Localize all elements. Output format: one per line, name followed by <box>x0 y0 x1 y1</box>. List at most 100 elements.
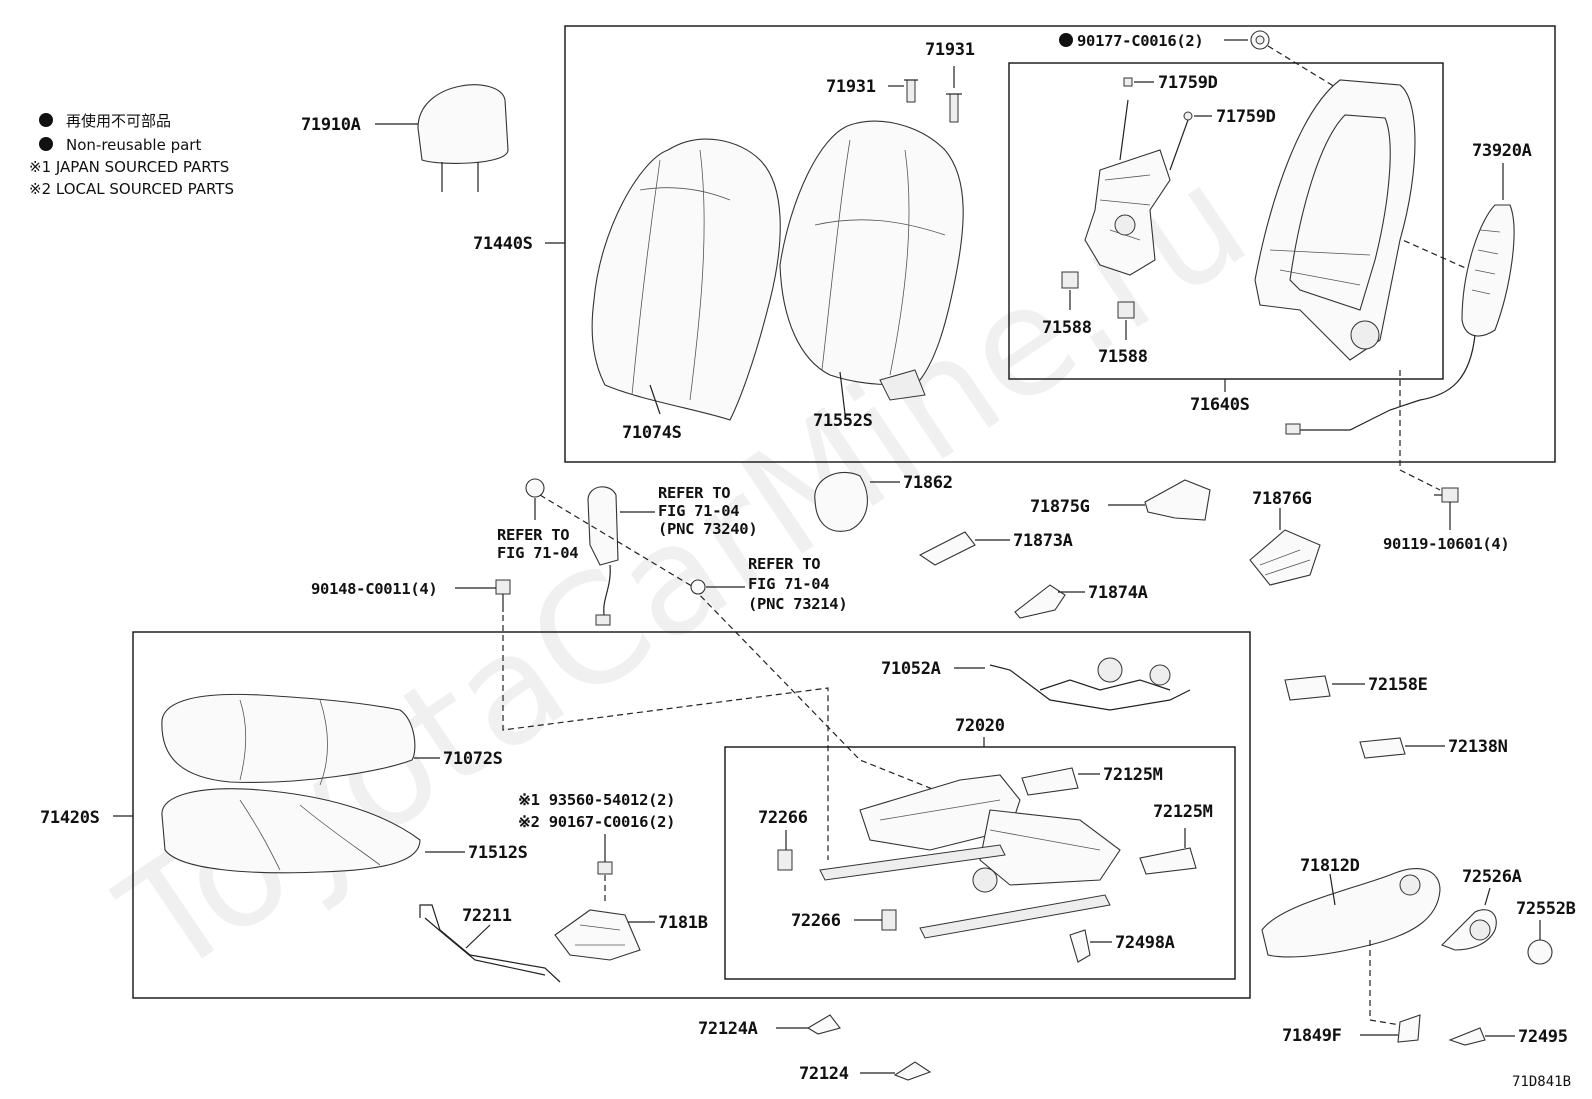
clip-72266-b[interactable]: 72266 <box>791 909 897 931</box>
label-90119: 90119-10601(4) <box>1383 535 1509 553</box>
part-72138N[interactable]: 72138N <box>1359 737 1508 759</box>
label-72266-b: 72266 <box>791 911 841 931</box>
label-72125M-b: 72125M <box>1153 802 1213 822</box>
cover-72125M-a[interactable]: 72125M <box>1021 765 1163 796</box>
seatback-group-box <box>564 25 1556 463</box>
label-72552B: 72552B <box>1516 899 1576 919</box>
label-72124: 72124 <box>799 1064 849 1084</box>
bolt-71931-b[interactable]: 71931 <box>925 40 975 123</box>
label-71931-b: 71931 <box>925 40 975 60</box>
label-93560: ※1 93560-54012(2) <box>518 791 675 809</box>
legend-line-2: Non-reusable part <box>66 136 201 154</box>
legend-line-4: ※2 LOCAL SOURCED PARTS <box>29 180 234 198</box>
label-71759D-b: 71759D <box>1216 107 1276 127</box>
seat-belt-buckle[interactable]: REFER TO FIG 71-04 (PNC 73240) <box>587 484 758 626</box>
label-72138N: 72138N <box>1448 737 1508 757</box>
headrest-71910A[interactable]: 71910A <box>301 84 509 192</box>
frame-71640S[interactable]: 71640S <box>1190 379 1250 415</box>
label-71862: 71862 <box>903 473 953 493</box>
clip-71588-a[interactable]: 71588 <box>1042 271 1092 338</box>
label-90177: 90177-C0016(2) <box>1077 32 1203 50</box>
seat-adjuster-mechanism[interactable] <box>819 774 1121 939</box>
label-72526A: 72526A <box>1462 867 1522 887</box>
knob-72526A[interactable]: 72526A <box>1441 867 1522 951</box>
label-72158E: 72158E <box>1368 675 1428 695</box>
bolt-90148-C0011[interactable]: 90148-C0011(4) <box>311 579 829 860</box>
refer3-line3: (PNC 73214) <box>748 595 847 613</box>
label-72498A: 72498A <box>1115 933 1175 953</box>
part-71862[interactable]: 71862 <box>814 471 953 532</box>
cushion-assy-71420S[interactable]: 71420S <box>40 808 133 828</box>
label-90148: 90148-C0011(4) <box>311 580 437 598</box>
label-7181B: 7181B <box>658 913 708 933</box>
wire-harness-71052A[interactable]: 71052A <box>881 657 1191 711</box>
label-71552S: 71552S <box>813 411 873 431</box>
legend-line-1: 再使用不可部品 <box>66 112 171 130</box>
refer1-line1: REFER TO <box>658 484 730 502</box>
part-71874A[interactable]: 71874A <box>1014 583 1148 619</box>
label-71072S: 71072S <box>443 749 503 769</box>
clip-71759D-a[interactable]: 71759D <box>1123 73 1218 93</box>
label-71640S: 71640S <box>1190 395 1250 415</box>
wire-72211[interactable]: 72211 <box>419 904 561 983</box>
cover-72124[interactable]: 72124 <box>799 1061 932 1084</box>
label-71874A: 71874A <box>1088 583 1148 603</box>
refer3-line2: FIG 71-04 <box>748 575 829 593</box>
seatback-pad-71552S[interactable]: 71552S <box>779 120 964 431</box>
refer-fig-71-04-a[interactable]: REFER TO FIG 71-04 <box>497 478 961 801</box>
seatback-frame[interactable] <box>1254 79 1416 361</box>
refer1-line2: FIG 71-04 <box>658 502 739 520</box>
label-72211: 72211 <box>462 906 512 926</box>
label-90167: ※2 90167-C0016(2) <box>518 813 675 831</box>
label-71759D-a: 71759D <box>1158 73 1218 93</box>
part-72158E[interactable]: 72158E <box>1284 675 1428 701</box>
label-72125M-a: 72125M <box>1103 765 1163 785</box>
label-71074S: 71074S <box>622 423 682 443</box>
label-71876G: 71876G <box>1252 489 1312 509</box>
adjuster-subgroup-box <box>724 746 1236 980</box>
label-71512S: 71512S <box>468 843 528 863</box>
bracket-7181B[interactable]: 7181B <box>554 909 708 961</box>
seatback-cover-71074S[interactable]: 71074S <box>591 138 781 443</box>
clip-72266-a[interactable]: 72266 <box>758 808 808 871</box>
side-airbag-73920A[interactable]: 73920A <box>1285 141 1532 435</box>
shield-71812D[interactable]: 71812D <box>1261 856 1441 1026</box>
diagram-code: 71D841B <box>1512 1074 1571 1090</box>
cushion-cover-71072S[interactable]: 71072S <box>161 693 503 786</box>
legend: 再使用不可部品 Non-reusable part ※1 JAPAN SOURC… <box>29 112 234 198</box>
cover-72125M-b[interactable]: 72125M <box>1139 802 1213 875</box>
refer3-line1: REFER TO <box>748 555 820 573</box>
label-71052A: 71052A <box>881 659 941 679</box>
cushion-pad-71512S[interactable]: 71512S <box>161 788 528 874</box>
recliner-assembly[interactable] <box>1084 99 1189 276</box>
label-71849F: 71849F <box>1282 1026 1342 1046</box>
label-72020: 72020 <box>955 716 1005 736</box>
label-71812D: 71812D <box>1300 856 1360 876</box>
frame-subgroup-box <box>1008 62 1444 380</box>
label-72266-a: 72266 <box>758 808 808 828</box>
part-71873A[interactable]: 71873A <box>918 531 1073 566</box>
label-71873A: 71873A <box>1013 531 1073 551</box>
cover-71849F[interactable]: 71849F <box>1282 1014 1421 1046</box>
part-71875G[interactable]: 71875G <box>1030 479 1211 521</box>
seatback-assy-71440S[interactable]: 71440S <box>473 234 565 254</box>
clip-71588-b[interactable]: 71588 <box>1098 301 1148 367</box>
label-73920A: 73920A <box>1472 141 1532 161</box>
adjuster-72020[interactable]: 72020 <box>955 716 1005 747</box>
label-71931-a: 71931 <box>826 77 876 97</box>
part-71876G[interactable]: 71876G <box>1249 489 1321 586</box>
cap-72552B[interactable]: 72552B <box>1516 899 1576 965</box>
refer-fig-71-04-b[interactable]: REFER TO FIG 71-04 (PNC 73214) <box>690 555 848 613</box>
screw-93560-90167[interactable]: ※1 93560-54012(2) ※2 90167-C0016(2) <box>518 791 676 905</box>
label-71420S: 71420S <box>40 808 100 828</box>
legend-line-3: ※1 JAPAN SOURCED PARTS <box>29 158 229 176</box>
clip-71759D-b[interactable]: 71759D <box>1183 107 1276 127</box>
bolt-71931-a[interactable]: 71931 <box>826 77 918 103</box>
cushion-group-box <box>132 631 1251 999</box>
bolt-90119-10601[interactable]: 90119-10601(4) <box>1383 370 1510 553</box>
cover-72124A[interactable]: 72124A <box>698 1014 841 1039</box>
label-71875G: 71875G <box>1030 497 1090 517</box>
cover-72495[interactable]: 72495 <box>1448 1027 1568 1047</box>
cover-72498A[interactable]: 72498A <box>1069 929 1175 963</box>
